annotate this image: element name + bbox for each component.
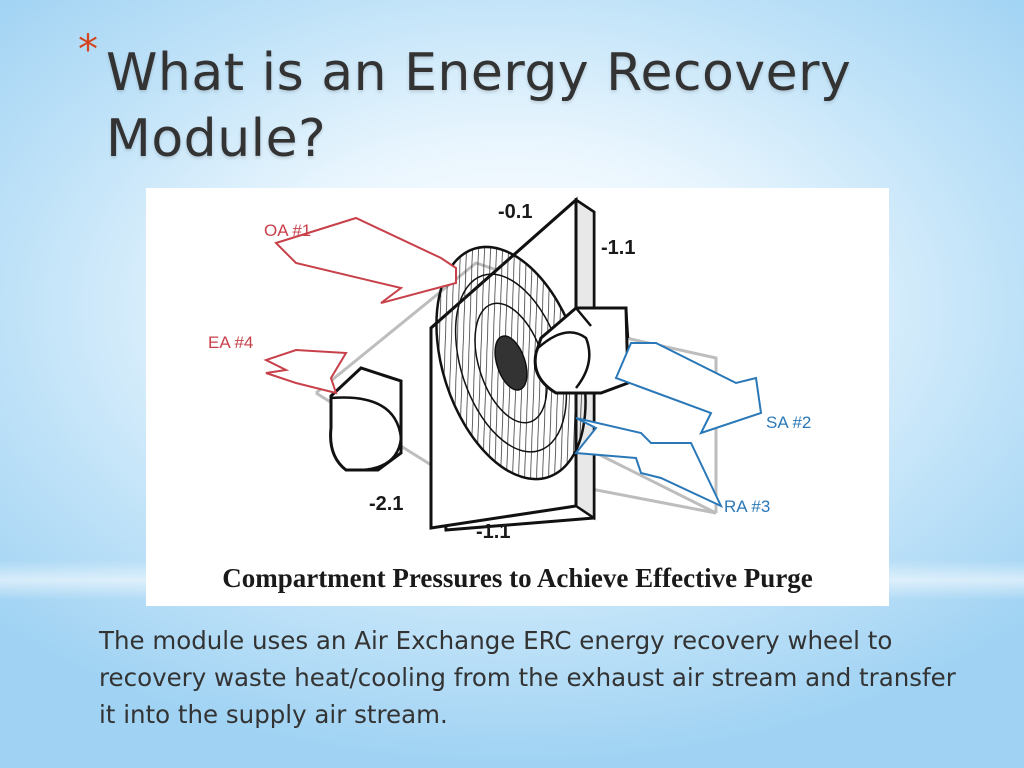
- erc-diagram-graphic: -0.1 -1.1 -2.1 -1.1 OA #1 EA #4 SA #2 RA…: [208, 196, 811, 543]
- diagram-caption: Compartment Pressures to Achieve Effecti…: [222, 563, 813, 593]
- pressure-lower-left-label: -2.1: [369, 493, 403, 515]
- oa-arrow: [274, 216, 457, 304]
- slide-title: What is an Energy Recovery Module?: [106, 43, 852, 169]
- slide-body-text: The module uses an Air Exchange ERC ener…: [99, 626, 956, 729]
- pressure-upper-right-label: -1.1: [601, 237, 635, 259]
- ra-arrow: [574, 417, 724, 509]
- ea-arrow: [263, 348, 348, 395]
- sa-arrow: [614, 342, 763, 435]
- ea-label: EA #4: [208, 333, 253, 352]
- ra-label: RA #3: [724, 497, 770, 516]
- recovery-wheel: [435, 245, 587, 481]
- pressure-top-label: -0.1: [498, 201, 532, 223]
- oa-label: OA #1: [264, 221, 311, 240]
- exhaust-blower: [329, 366, 403, 472]
- sa-label: SA #2: [766, 413, 811, 432]
- title-bullet: *: [78, 27, 98, 73]
- erc-diagram: -0.1 -1.1 -2.1 -1.1 OA #1 EA #4 SA #2 RA…: [146, 188, 889, 606]
- pressure-bottom-label: -1.1: [476, 521, 510, 543]
